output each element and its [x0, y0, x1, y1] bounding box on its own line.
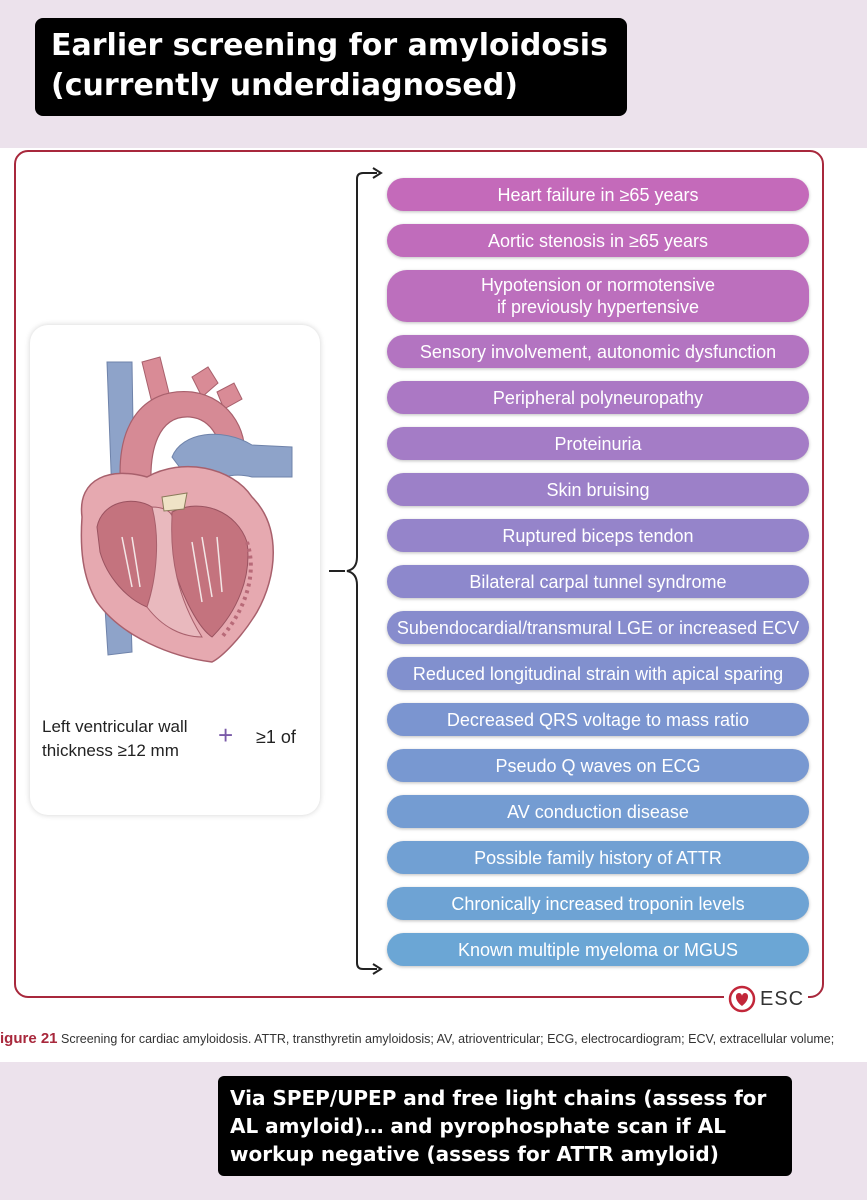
criteria-item: AV conduction disease — [387, 795, 809, 828]
lv-label-line-1: Left ventricular wall — [42, 717, 188, 736]
criteria-item: Aortic stenosis in ≥65 years — [387, 224, 809, 257]
bottom-caption-line-2: AL amyloid)… and pyrophosphate scan if A… — [230, 1114, 726, 1138]
criteria-item-label: Possible family history of ATTR — [474, 847, 722, 868]
bottom-caption-line-3: workup negative (assess for ATTR amyloid… — [230, 1142, 719, 1166]
criteria-item-label: Ruptured biceps tendon — [502, 525, 694, 546]
criteria-item-text: Subendocardial/transmural LGE or increas… — [397, 617, 799, 639]
criteria-item: Ruptured biceps tendon — [387, 519, 809, 552]
criteria-item-label: Hypotension or normotensive — [480, 275, 716, 295]
top-caption: Earlier screening for amyloidosis (curre… — [35, 18, 627, 116]
criteria-item-text: Skin bruising — [546, 479, 649, 501]
criteria-item: Known multiple myeloma or MGUS — [387, 933, 809, 966]
criteria-item-label: Proteinuria — [554, 433, 642, 454]
figure-frame — [14, 150, 824, 998]
criteria-item-text: Heart failure in ≥65 years — [498, 184, 699, 206]
criteria-item: Chronically increased troponin levels — [387, 887, 809, 920]
criteria-item-label: Sensory involvement, autonomic dysfuncti… — [419, 341, 777, 362]
criteria-item-label: Bilateral carpal tunnel syndrome — [469, 571, 727, 592]
criteria-item-text: Bilateral carpal tunnel syndrome — [469, 571, 726, 593]
criteria-item-label: AV conduction disease — [507, 801, 689, 822]
bracket-top-arrow — [372, 167, 383, 179]
plus-sign: + — [218, 720, 234, 750]
criteria-item-text: Chronically increased troponin levels — [451, 893, 744, 915]
criteria-item-text: Known multiple myeloma or MGUS — [458, 939, 738, 961]
criteria-item-label: Heart failure in ≥65 years — [497, 184, 699, 205]
criteria-item-text: Ruptured biceps tendon — [502, 525, 693, 547]
figure-caption-text: Screening for cardiac amyloidosis. ATTR,… — [57, 1032, 835, 1046]
criteria-item-label: Chronically increased troponin levels — [451, 893, 745, 914]
criteria-item-text: Proteinuria — [554, 433, 641, 455]
bottom-caption-line-1: Via SPEP/UPEP and free light chains (ass… — [230, 1086, 767, 1110]
top-caption-line-2: (currently underdiagnosed) — [51, 68, 518, 103]
criteria-item: Decreased QRS voltage to mass ratio — [387, 703, 809, 736]
criteria-item-label-line-2: if previously hypertensive — [496, 297, 700, 317]
lv-label-line-2: thickness ≥12 mm — [42, 741, 179, 760]
criteria-item-text: Decreased QRS voltage to mass ratio — [447, 709, 749, 731]
lv-wall-thickness-label: Left ventricular wall thickness ≥12 mm — [42, 715, 202, 763]
criteria-item-label: Aortic stenosis in ≥65 years — [488, 230, 708, 251]
heart-card: Left ventricular wall thickness ≥12 mm +… — [30, 325, 320, 815]
heart-illustration — [80, 356, 293, 663]
figure-number: igure 21 — [0, 1030, 58, 1047]
esc-logo-text: ESC — [760, 987, 805, 1010]
criteria-item-label: Reduced longitudinal strain with apical … — [412, 663, 784, 684]
criteria-item-text: Peripheral polyneuropathy — [493, 387, 703, 409]
esc-logo: ESC — [724, 985, 809, 1013]
top-caption-line-1: Earlier screening for amyloidosis — [51, 28, 608, 63]
criteria-item-text: AV conduction disease — [507, 801, 689, 823]
at-least-one-of-label: ≥1 of — [256, 727, 296, 747]
bottom-caption: Via SPEP/UPEP and free light chains (ass… — [218, 1076, 792, 1176]
criteria-item: Skin bruising — [387, 473, 809, 506]
criteria-item-label: Pseudo Q waves on ECG — [495, 755, 701, 776]
criteria-item-text: Reduced longitudinal strain with apical … — [413, 663, 783, 685]
criteria-item-text: Pseudo Q waves on ECG — [495, 755, 700, 777]
criteria-item-text: Sensory involvement, autonomic dysfuncti… — [420, 341, 776, 363]
criteria-item-text: Aortic stenosis in ≥65 years — [488, 230, 708, 252]
bracket-connector — [329, 167, 383, 975]
criteria-item-label: Skin bruising — [546, 479, 650, 500]
criteria-item: Pseudo Q waves on ECG — [387, 749, 809, 782]
criteria-item-text: Possible family history of ATTR — [474, 847, 722, 869]
criteria-item: Possible family history of ATTR — [387, 841, 809, 874]
criteria-item: Bilateral carpal tunnel syndrome — [387, 565, 809, 598]
criteria-item-label: Decreased QRS voltage to mass ratio — [446, 709, 750, 730]
criteria-item: Heart failure in ≥65 years — [387, 178, 809, 211]
heart-logo-icon — [728, 985, 756, 1013]
bracket-bottom-arrow — [372, 963, 383, 975]
figure-caption: igure 21 Screening for cardiac amyloidos… — [0, 1030, 867, 1047]
criteria-item-label: Known multiple myeloma or MGUS — [457, 939, 739, 960]
criteria-item-label: Subendocardial/transmural LGE or increas… — [396, 617, 800, 638]
criteria-item: Reduced longitudinal strain with apical … — [387, 657, 809, 690]
criteria-item: Sensory involvement, autonomic dysfuncti… — [387, 335, 809, 368]
criteria-item-label: Peripheral polyneuropathy — [492, 387, 704, 408]
criteria-item: Subendocardial/transmural LGE or increas… — [387, 611, 809, 644]
criteria-item: Proteinuria — [387, 427, 809, 460]
criteria-item: Peripheral polyneuropathy — [387, 381, 809, 414]
